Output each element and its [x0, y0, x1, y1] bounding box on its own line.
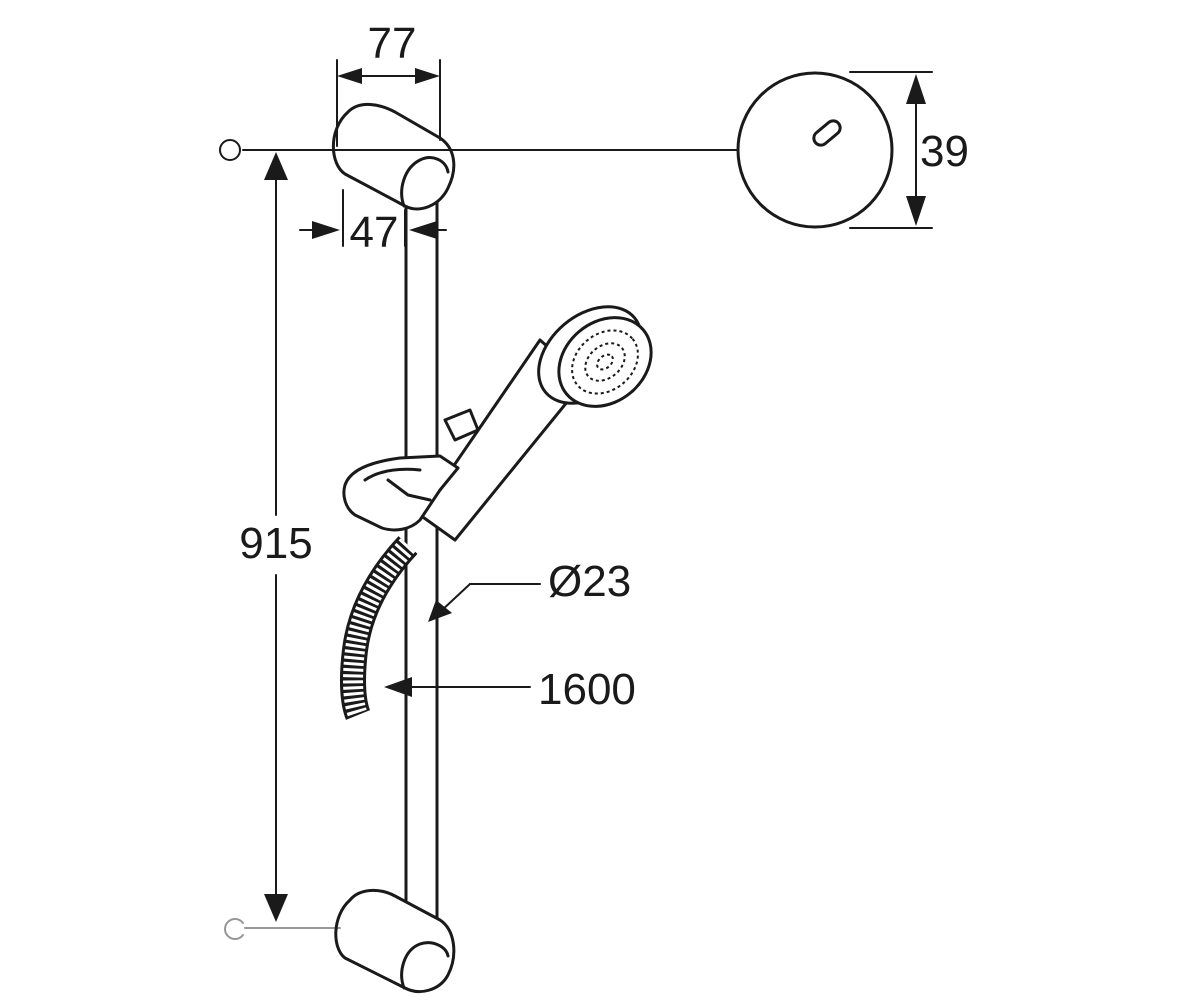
- dimension-915: 915: [239, 152, 313, 922]
- dimension-77: 77: [336, 19, 441, 147]
- dimension-47-label: 47: [350, 208, 399, 257]
- shower-hose: [340, 536, 418, 720]
- dimension-39: 39: [849, 71, 969, 229]
- dimension-hose-label: 1600: [538, 665, 636, 714]
- slide-rail: [404, 193, 439, 957]
- dimension-77-label: 77: [368, 19, 417, 68]
- wall-plate-circle: [736, 71, 894, 229]
- bottom-wall-bracket: [334, 889, 456, 993]
- leader-hose-1600: 1600: [384, 665, 636, 714]
- dimension-diameter-label: Ø23: [548, 557, 631, 606]
- dimension-915-label: 915: [239, 519, 312, 568]
- bottom-centre-symbol: [224, 918, 341, 940]
- slider-holder: [342, 408, 480, 532]
- top-wall-bracket: [331, 103, 456, 211]
- dimension-39-label: 39: [920, 127, 969, 176]
- top-centre-symbol: [219, 139, 241, 161]
- hand-shower: [418, 305, 653, 542]
- dimension-47: 47: [299, 189, 447, 257]
- leader-diameter-23: Ø23: [428, 557, 631, 622]
